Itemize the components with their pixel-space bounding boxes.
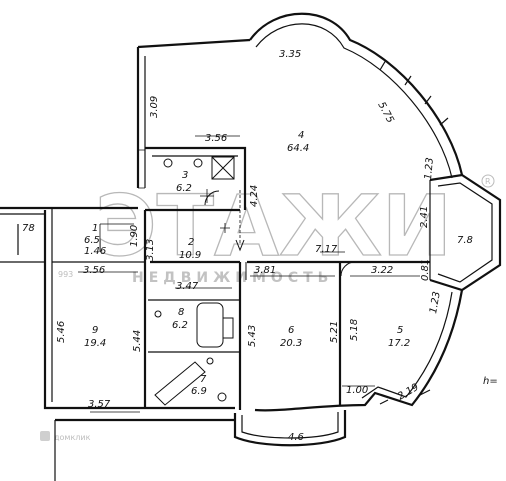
dim-3-13: 3.13 xyxy=(145,239,156,261)
room-7-label: 7 6.9 xyxy=(191,374,207,397)
svg-text:1: 1 xyxy=(92,223,98,234)
svg-text:3: 3 xyxy=(182,170,188,181)
dim-1-23-bottom: 1.23 xyxy=(428,291,443,315)
dim-1-23-top: 1.23 xyxy=(423,157,436,180)
domclick-logo-icon xyxy=(40,431,50,441)
room-9-label: 9 19.4 xyxy=(84,325,106,349)
dimension-labels: 3.35 3.09 3.56 5.75 1.23 2.41 4.24 1.90 … xyxy=(22,49,498,443)
room-6-label: 6 20.3 xyxy=(280,325,302,349)
dim-2-41: 2.41 xyxy=(419,206,430,228)
dim-4-24: 4.24 xyxy=(249,185,260,207)
room-8-label: 8 6.2 xyxy=(172,307,188,331)
height-note: h= xyxy=(483,376,498,387)
room-1-label: 1 6.5 1.46 xyxy=(84,223,106,257)
dim-5-75: 5.75 xyxy=(375,100,395,125)
toilet-icon xyxy=(193,158,203,168)
svg-text:19.4: 19.4 xyxy=(84,338,106,349)
svg-text:6: 6 xyxy=(288,325,294,336)
dim-5-44: 5.44 xyxy=(132,330,143,352)
svg-text:17.2: 17.2 xyxy=(388,338,410,349)
dim-3-56-left: 3.56 xyxy=(83,265,105,276)
svg-text:6.2: 6.2 xyxy=(172,320,188,331)
dim-7-17: 7.17 xyxy=(315,244,338,255)
shower-tray-icon xyxy=(211,156,235,180)
room-3-label: 3 6.2 xyxy=(176,170,192,194)
svg-text:8: 8 xyxy=(178,307,184,318)
dim-3-22: 3.22 xyxy=(371,265,393,276)
room-labels: 4 64.4 3 6.2 1 6.5 1.46 2 10.9 7.8 8 6.2… xyxy=(84,130,473,397)
svg-text:4: 4 xyxy=(298,130,304,141)
domclick-label: домклик xyxy=(54,433,91,442)
dim-0-81: 0.81 xyxy=(420,259,431,281)
svg-text:10.9: 10.9 xyxy=(179,250,201,261)
dim-1-00: 1.00 xyxy=(346,385,368,396)
room-4-label: 4 64.4 xyxy=(287,130,309,154)
room-bay-label: 7.8 xyxy=(457,235,473,246)
svg-text:64.4: 64.4 xyxy=(287,143,309,154)
dim-3-56-top: 3.56 xyxy=(205,133,227,144)
dim-5-21: 5.21 xyxy=(329,321,340,343)
dimension-lines xyxy=(78,135,420,413)
washbasin-icon xyxy=(222,317,234,339)
room-2-label: 2 10.9 xyxy=(179,237,201,261)
dim-1-90: 1.90 xyxy=(129,225,140,247)
dim-5-18: 5.18 xyxy=(349,319,360,341)
svg-text:20.3: 20.3 xyxy=(280,338,302,349)
bathtub-diagonal-icon xyxy=(154,361,206,406)
drain-icon xyxy=(154,310,162,318)
watermark: ЭТАЖИ НЕДВИЖИМОСТЬ 993 R домклик xyxy=(40,174,495,442)
svg-text:2: 2 xyxy=(188,237,194,248)
room-5-label: 5 17.2 xyxy=(388,325,410,349)
dim-78: 78 xyxy=(22,223,35,234)
interior-walls xyxy=(51,146,430,410)
svg-text:6.5: 6.5 xyxy=(84,235,100,246)
outer-walls xyxy=(0,12,502,481)
dim-3-35: 3.35 xyxy=(279,49,301,60)
sink-icon-2 xyxy=(206,357,214,365)
toilet-icon-2 xyxy=(217,392,227,402)
svg-text:7: 7 xyxy=(200,374,207,385)
svg-text:7.8: 7.8 xyxy=(457,235,473,246)
registered-mark-icon xyxy=(481,174,495,188)
watermark-phone: 993 xyxy=(58,270,73,279)
registered-letter: R xyxy=(485,177,491,186)
dim-3-81: 3.81 xyxy=(254,265,276,276)
svg-text:5: 5 xyxy=(397,325,403,336)
watermark-subtitle: НЕДВИЖИМОСТЬ xyxy=(132,270,333,286)
watermark-logo-text: ЭТАЖИ xyxy=(95,177,452,275)
svg-text:1.46: 1.46 xyxy=(84,246,106,257)
dim-5-43: 5.43 xyxy=(247,325,258,347)
dim-3-47: 3.47 xyxy=(176,281,199,292)
dim-3-57: 3.57 xyxy=(88,399,111,410)
fixtures xyxy=(154,156,235,406)
dim-4-6: 4.6 xyxy=(288,432,304,443)
dim-5-46: 5.46 xyxy=(56,321,67,343)
bathtub-icon xyxy=(196,302,224,348)
svg-text:6.9: 6.9 xyxy=(191,386,207,397)
svg-text:9: 9 xyxy=(92,325,98,336)
dim-3-09: 3.09 xyxy=(149,96,160,118)
svg-text:6.2: 6.2 xyxy=(176,183,192,194)
sink-icon xyxy=(163,158,173,168)
